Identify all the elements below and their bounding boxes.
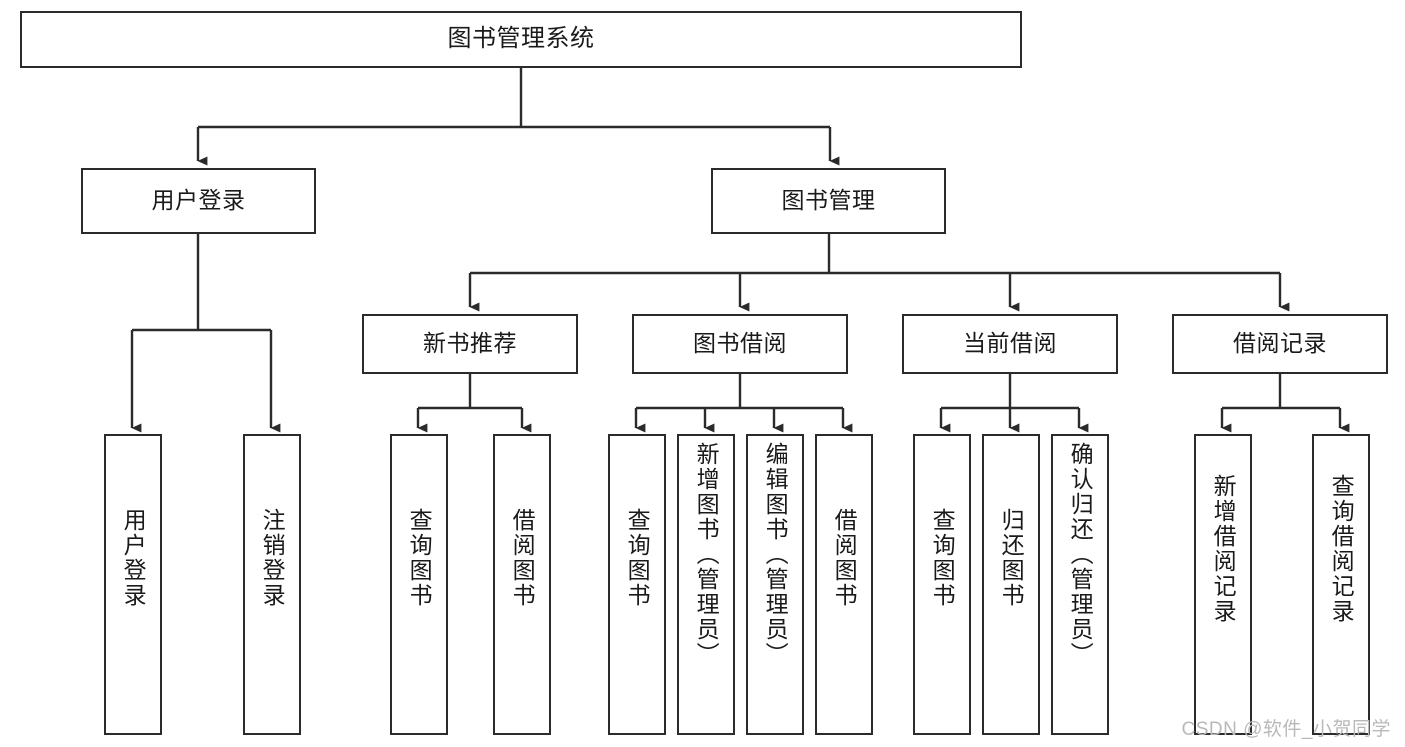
node-label: 借阅图书	[831, 508, 858, 608]
node-book-borrow[interactable]: 图书借阅	[632, 314, 848, 374]
node-label: 编辑图书（管理员）	[762, 442, 789, 667]
node-label: 当前借阅	[963, 330, 1057, 357]
node-label: 用户登录	[120, 508, 147, 608]
node-root-book-management-system[interactable]: 图书管理系统	[20, 11, 1022, 68]
leaf-current-return-book[interactable]: 归还图书	[982, 434, 1040, 735]
node-label: 借阅记录	[1233, 330, 1327, 357]
node-user-login[interactable]: 用户登录	[81, 168, 316, 234]
leaf-user-login-login[interactable]: 用户登录	[104, 434, 162, 735]
node-label: 确认归还（管理员）	[1067, 442, 1094, 667]
node-label: 查询图书	[624, 508, 651, 608]
leaf-current-confirm-return-admin[interactable]: 确认归还（管理员）	[1051, 434, 1109, 735]
node-current-borrow[interactable]: 当前借阅	[902, 314, 1118, 374]
node-label: 新增借阅记录	[1210, 474, 1237, 624]
leaf-borrow-borrow-book[interactable]: 借阅图书	[815, 434, 873, 735]
leaf-borrow-query-book[interactable]: 查询图书	[608, 434, 666, 735]
leaf-borrow-add-book-admin[interactable]: 新增图书（管理员）	[677, 434, 735, 735]
leaf-record-query-borrow-record[interactable]: 查询借阅记录	[1312, 434, 1370, 735]
node-label: 图书管理系统	[447, 25, 595, 53]
leaf-recommend-query-book[interactable]: 查询图书	[390, 434, 448, 735]
node-label: 图书管理	[781, 187, 876, 214]
leaf-current-query-book[interactable]: 查询图书	[913, 434, 971, 735]
leaf-recommend-borrow-book[interactable]: 借阅图书	[493, 434, 551, 735]
node-label: 注销登录	[259, 508, 286, 608]
node-label: 查询图书	[406, 508, 433, 608]
node-new-book-recommend[interactable]: 新书推荐	[362, 314, 578, 374]
node-label: 查询图书	[929, 508, 956, 608]
node-label: 图书借阅	[693, 330, 787, 357]
leaf-borrow-edit-book-admin[interactable]: 编辑图书（管理员）	[746, 434, 804, 735]
node-book-management[interactable]: 图书管理	[711, 168, 946, 234]
node-label: 用户登录	[151, 187, 246, 214]
node-label: 新书推荐	[423, 330, 517, 357]
leaf-user-login-logout[interactable]: 注销登录	[243, 434, 301, 735]
watermark: CSDN @软件_小贺同学	[1181, 719, 1391, 740]
node-label: 归还图书	[998, 508, 1025, 608]
node-label: 借阅图书	[509, 508, 536, 608]
node-label: 查询借阅记录	[1328, 474, 1355, 624]
node-borrow-record[interactable]: 借阅记录	[1172, 314, 1388, 374]
leaf-record-add-borrow-record[interactable]: 新增借阅记录	[1194, 434, 1252, 735]
node-label: 新增图书（管理员）	[693, 442, 720, 667]
